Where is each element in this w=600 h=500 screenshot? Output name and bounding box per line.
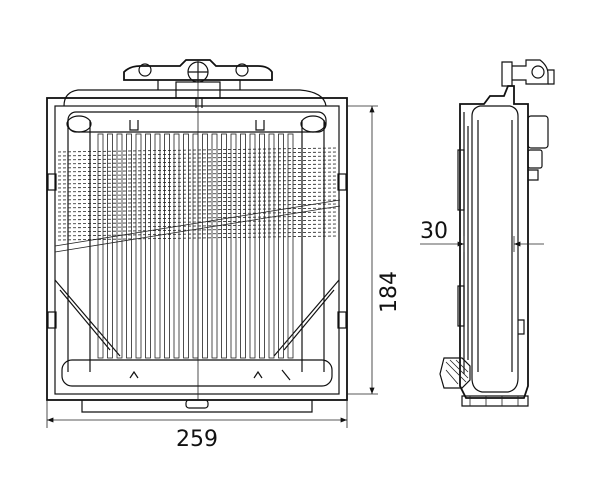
fin-line: [57, 199, 337, 205]
fin-line: [57, 167, 337, 173]
core-tube: [145, 133, 151, 359]
core-tube: [135, 133, 142, 359]
core-tube: [126, 133, 132, 359]
side-top-connector: [501, 59, 555, 87]
fin-line: [57, 215, 337, 221]
height-dimension: 184: [347, 105, 402, 395]
core-tube: [259, 133, 265, 359]
fin-line: [57, 147, 337, 153]
width-dimension: 259: [46, 400, 348, 452]
fin-line: [57, 175, 337, 181]
fin-line: [57, 219, 337, 225]
core-tube: [173, 133, 180, 359]
front-core-fins: [57, 147, 337, 241]
core-tube: [97, 133, 104, 359]
side-view: [439, 59, 555, 407]
fin-line: [57, 155, 337, 161]
core-tube: [183, 133, 189, 359]
core-tube: [221, 133, 227, 359]
core-tube: [230, 133, 237, 359]
fin-line: [57, 223, 337, 229]
side-bottom-bracket: [439, 357, 529, 407]
fin-line: [57, 227, 337, 233]
front-bottom-tank: [61, 359, 333, 387]
core-tube: [192, 133, 199, 359]
fin-line: [57, 207, 337, 213]
core-tube: [164, 133, 170, 359]
front-top-tank: [63, 89, 327, 107]
fin-line: [57, 195, 337, 201]
fin-line: [57, 163, 337, 169]
core-tube: [154, 133, 161, 359]
fin-line: [57, 171, 337, 177]
fin-line: [57, 203, 337, 209]
fin-line: [57, 235, 337, 241]
fin-line: [57, 159, 337, 165]
fin-line: [57, 179, 337, 185]
front-core-tubes: [97, 133, 294, 359]
depth-dimension: 30: [420, 219, 544, 252]
fin-line: [57, 231, 337, 237]
core-tube: [249, 133, 256, 359]
core-tube: [268, 133, 275, 359]
core-tube: [107, 133, 113, 359]
fin-line: [57, 187, 337, 193]
width-dimension-label: 259: [176, 427, 218, 452]
core-tube: [211, 133, 218, 359]
front-view: [46, 59, 348, 413]
fin-line: [57, 191, 337, 197]
fin-line: [57, 183, 337, 189]
depth-dimension-label: 30: [420, 219, 448, 244]
height-dimension-label: 184: [377, 271, 402, 313]
core-tube: [202, 133, 208, 359]
core-tube: [240, 133, 246, 359]
core-tube: [278, 133, 284, 359]
fin-line: [57, 211, 337, 217]
core-tube: [116, 133, 123, 359]
fin-line: [57, 151, 337, 157]
core-tube: [287, 133, 294, 359]
